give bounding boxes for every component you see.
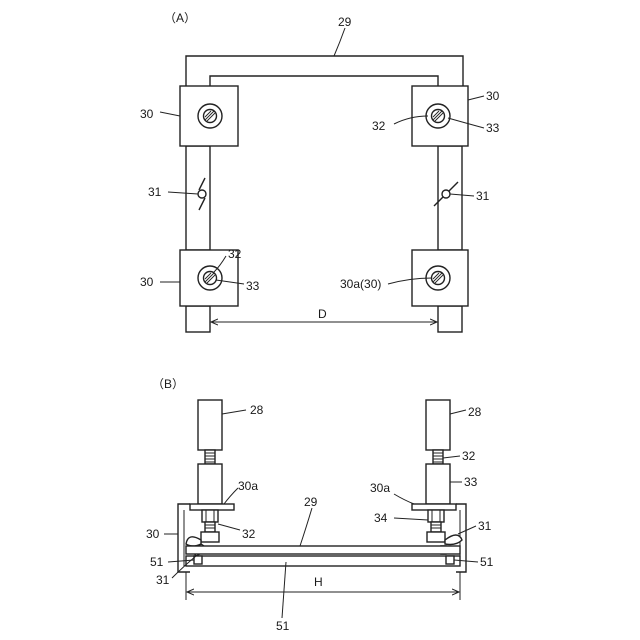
nut-body-left <box>198 464 222 504</box>
thread-left <box>205 450 215 464</box>
label-34: 34 <box>374 511 388 525</box>
label-30a-right: 30a <box>370 481 390 495</box>
leader-31-right-b <box>458 526 476 534</box>
label-31-left: 31 <box>148 185 162 199</box>
label-28-right: 28 <box>468 405 482 419</box>
label-33-top-right: 33 <box>486 121 500 135</box>
leader-30-tr <box>468 96 484 100</box>
label-32-left-b: 32 <box>242 527 256 541</box>
label-29: 29 <box>338 15 352 29</box>
figure-a: （A） <box>140 11 500 332</box>
left-rail-lower <box>186 306 210 332</box>
label-32-bottom-left: 32 <box>228 247 242 261</box>
leader-32-right-b <box>443 456 460 458</box>
leader-30a-left <box>224 488 238 504</box>
leader-28-right <box>450 410 466 414</box>
figure-b-caption: （B） <box>152 377 184 391</box>
label-31-right: 31 <box>476 189 490 203</box>
label-31-left-b: 31 <box>156 573 170 587</box>
plate-30a-right <box>412 504 456 510</box>
label-51-left: 51 <box>150 555 164 569</box>
label-33-bottom-left: 33 <box>246 279 260 293</box>
shaft-28-left <box>198 400 222 450</box>
left-rail-upper <box>186 146 210 250</box>
leader-51-bar <box>282 562 286 618</box>
frame-29-bar <box>186 546 460 554</box>
label-51-right: 51 <box>480 555 494 569</box>
label-31-right-b: 31 <box>478 519 492 533</box>
label-30-top-left: 30 <box>140 107 154 121</box>
label-30a-left: 30a <box>238 479 258 493</box>
label-33-right-b: 33 <box>464 475 478 489</box>
figure-b: （B） <box>146 377 494 633</box>
label-32-right-b: 32 <box>462 449 476 463</box>
leader-32-left-b <box>218 524 240 530</box>
label-29-b: 29 <box>304 495 318 509</box>
label-dimension-d: D <box>318 307 327 321</box>
label-30-top-right: 30 <box>486 89 500 103</box>
right-rail-lower <box>438 306 462 332</box>
bar-51 <box>186 556 460 566</box>
thread-right <box>433 450 443 464</box>
bolt-34-right <box>427 510 445 542</box>
frame-29-inner <box>210 76 438 86</box>
label-30-left-b: 30 <box>146 527 160 541</box>
label-30a-bottom-right: 30a(30) <box>340 277 381 291</box>
bolt-32-left <box>201 510 219 542</box>
label-dimension-h: H <box>314 575 323 589</box>
label-28-left: 28 <box>250 403 264 417</box>
plate-30a-left <box>190 504 234 510</box>
leader-28-left <box>222 410 246 414</box>
shaft-28-right <box>426 400 450 450</box>
leader-29 <box>334 28 345 56</box>
frame-29-outer <box>186 56 463 86</box>
label-32-top-right: 32 <box>372 119 386 133</box>
leader-29-b <box>300 508 312 546</box>
label-51-bar: 51 <box>276 619 290 633</box>
rail-51-right-insert <box>446 556 454 564</box>
leader-30a-right <box>394 494 414 504</box>
label-30-bottom-left: 30 <box>140 275 154 289</box>
figure-a-caption: （A） <box>164 11 196 25</box>
leader-34 <box>394 518 428 520</box>
nut-body-right <box>426 464 450 504</box>
leader-30-tl <box>160 112 180 116</box>
